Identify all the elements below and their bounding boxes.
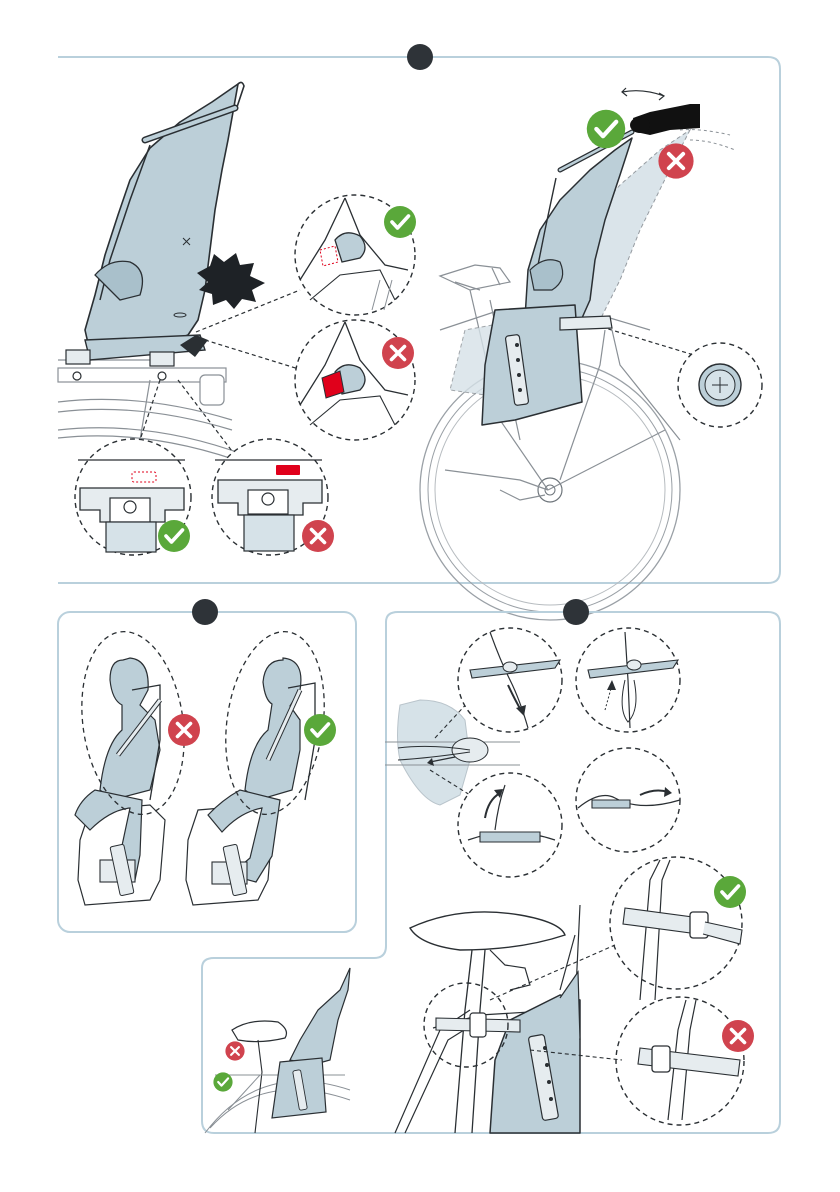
cross-icon (168, 714, 200, 746)
checkmark-icon (304, 714, 336, 746)
click-lock-correct-detail (295, 195, 416, 315)
child-figure-correct (186, 625, 336, 905)
double-arrow-icon (622, 88, 664, 100)
step-badge-icon (407, 44, 433, 70)
strap-step-4-detail (576, 748, 680, 852)
checkmark-icon (384, 206, 416, 238)
checkmark-icon (714, 876, 746, 908)
checkmark-icon (158, 520, 190, 552)
indicator-wrong-detail (212, 439, 334, 555)
cross-icon (722, 1020, 754, 1052)
strap-step-1-detail (458, 628, 562, 732)
mounting-panel (58, 44, 780, 620)
harness-fit-panel (58, 599, 356, 932)
checkmark-icon (213, 1072, 232, 1091)
seat-backrest-closeup (490, 972, 580, 1133)
strap-buckle-correct-detail (610, 857, 746, 1000)
cross-icon (382, 337, 414, 369)
strap-step-2-detail (576, 628, 680, 732)
indicator-correct-detail (75, 439, 191, 555)
cross-icon (658, 143, 693, 178)
step-badge-icon (192, 599, 218, 625)
bike-overview-small (205, 968, 350, 1133)
strap-step-3-detail (458, 773, 562, 877)
click-lock-wrong-detail (295, 320, 415, 440)
step-badge-icon (563, 599, 589, 625)
child-seat-side-view (66, 82, 244, 380)
checkmark-icon (587, 110, 625, 148)
cross-icon (302, 520, 334, 552)
strap-buckle-wrong-detail (616, 997, 754, 1125)
child-figure-wrong (71, 625, 200, 905)
cross-icon (225, 1041, 244, 1060)
lock-disc-detail (678, 343, 762, 427)
